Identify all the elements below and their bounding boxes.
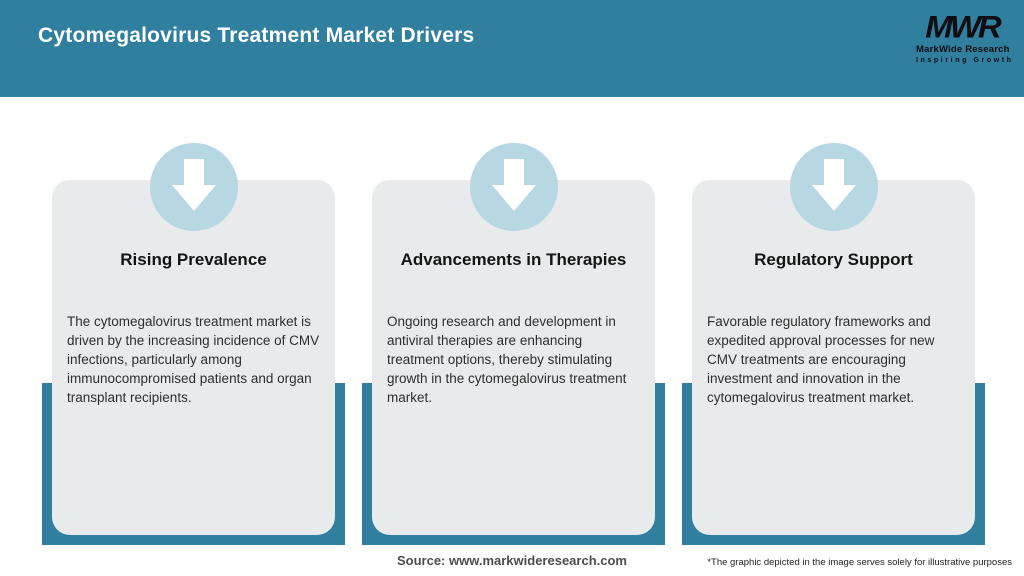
card-title: Rising Prevalence	[120, 250, 267, 269]
logo-company-name: MarkWide Research	[916, 44, 1010, 55]
driver-card-advancements-in-therapies: Advancements in Therapies Ongoing resear…	[372, 143, 655, 535]
logo-monogram: MWR	[925, 8, 1001, 45]
page-title: Cytomegalovirus Treatment Market Drivers	[38, 24, 475, 47]
logo-tagline: Inspiring Growth	[916, 56, 1014, 64]
down-arrow-icon	[789, 143, 878, 231]
disclaimer-text: *The graphic depicted in the image serve…	[707, 557, 1012, 568]
down-arrow-icon	[149, 143, 238, 231]
source-text: Source: www.markwideresearch.com	[396, 553, 627, 568]
driver-card-rising-prevalence: Rising Prevalence The cytomegalovirus tr…	[52, 143, 335, 535]
header-bar: Cytomegalovirus Treatment Market Drivers…	[0, 0, 1024, 97]
markwide-research-logo: MWR MarkWide Research Inspiring Growth	[916, 8, 1014, 64]
down-arrow-icon	[469, 143, 558, 231]
card-description: Favorable regulatory frameworks and expe…	[707, 314, 935, 405]
driver-card-regulatory-support: Regulatory Support Favorable regulatory …	[692, 143, 975, 535]
card-title: Regulatory Support	[754, 250, 913, 269]
card-description: The cytomegalovirus treatment market is …	[67, 314, 320, 405]
card-description: Ongoing research and development in anti…	[387, 314, 627, 405]
card-title: Advancements in Therapies	[400, 250, 627, 269]
